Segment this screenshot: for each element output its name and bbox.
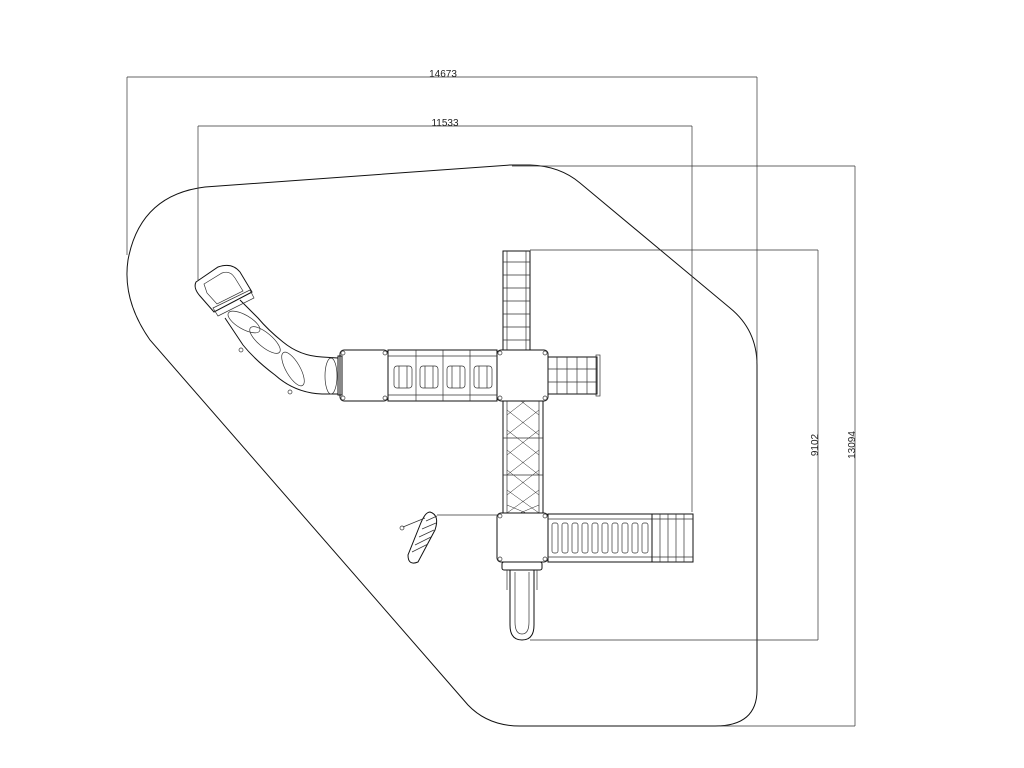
dimension-outer-height: 13094 <box>512 165 858 727</box>
upper-deck <box>496 349 549 402</box>
rung-bridge <box>547 513 653 563</box>
rope-climber <box>399 511 497 564</box>
dimension-inner-width: 11533 <box>197 118 693 512</box>
dimension-label-inner-height: 9102 <box>810 433 821 456</box>
lower-deck <box>496 512 549 563</box>
climbing-grid-panel <box>547 354 601 397</box>
dimension-outer-width: 14673 <box>126 69 758 362</box>
straight-slide <box>501 561 543 641</box>
safety-zone-boundary <box>126 164 758 727</box>
left-tower-deck <box>337 349 389 402</box>
tube-slide <box>224 299 339 395</box>
top-stair <box>502 250 531 351</box>
barrel-bridge <box>387 349 498 402</box>
dimension-label-inner-width: 11533 <box>431 118 459 129</box>
dimension-label-outer-width: 14673 <box>429 69 457 80</box>
net-bridge <box>502 400 544 514</box>
dimension-inner-height: 9102 <box>530 249 821 641</box>
lower-stair <box>651 513 694 563</box>
slide-exit <box>194 264 255 317</box>
dimension-label-outer-height: 13094 <box>847 431 858 459</box>
